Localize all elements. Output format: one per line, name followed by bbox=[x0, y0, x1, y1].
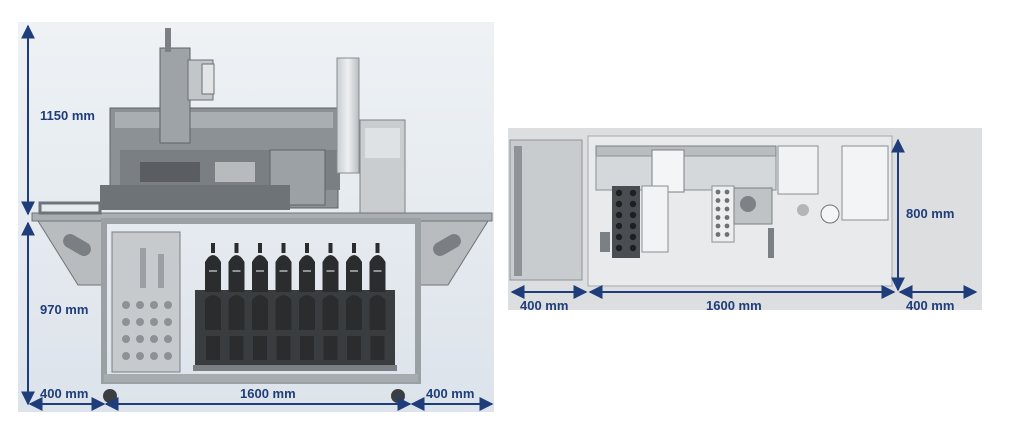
tray-hole bbox=[615, 244, 623, 252]
bottle bbox=[346, 243, 362, 360]
bottles-group bbox=[205, 243, 386, 360]
tray-hole bbox=[615, 211, 623, 219]
dim-side-right-width: 400 mm bbox=[426, 386, 474, 401]
bottle bbox=[369, 243, 386, 360]
rack-hole bbox=[715, 215, 721, 220]
tray-hole bbox=[629, 189, 637, 197]
dim-top-depth: 800 mm bbox=[906, 206, 954, 221]
tray-hole bbox=[629, 222, 637, 230]
tray-hole bbox=[629, 200, 637, 208]
bottle bbox=[228, 243, 245, 360]
bottle bbox=[322, 243, 339, 360]
wheel-right bbox=[391, 389, 405, 403]
dim-side-left-width: 400 mm bbox=[40, 386, 88, 401]
dim-upper-height: 1150 mm bbox=[40, 108, 95, 123]
tray-hole bbox=[629, 244, 637, 252]
rack-hole bbox=[724, 223, 730, 229]
rack-hole bbox=[724, 215, 730, 220]
tray-hole bbox=[615, 233, 623, 241]
rack-hole bbox=[715, 206, 721, 212]
dim-side-middle-width: 1600 mm bbox=[240, 386, 296, 401]
dim-top-middle-width: 1600 mm bbox=[706, 298, 762, 313]
dim-top-right-width: 400 mm bbox=[906, 298, 954, 313]
rack-hole bbox=[715, 223, 721, 229]
bottle bbox=[275, 243, 292, 360]
tubing-panel bbox=[111, 231, 181, 373]
tray-hole bbox=[615, 189, 623, 197]
bottle bbox=[252, 243, 268, 360]
bottle bbox=[299, 243, 315, 360]
bottle bbox=[205, 243, 221, 360]
tray-hole bbox=[629, 211, 637, 219]
rack-hole bbox=[715, 198, 721, 203]
top-plan-view: 800 mm 400 mm 1600 mm 400 mm bbox=[508, 128, 982, 313]
dim-lower-height: 970 mm bbox=[40, 302, 88, 317]
table-frame bbox=[31, 201, 493, 384]
rack-hole bbox=[715, 232, 721, 237]
rack-hole bbox=[715, 189, 721, 195]
tray-hole bbox=[615, 222, 623, 230]
tray-hole bbox=[629, 233, 637, 241]
side-elevation-view: 1150 mm 970 mm 400 mm 1600 mm 400 mm bbox=[18, 22, 494, 412]
rack-hole bbox=[724, 198, 730, 203]
bottle-rack bbox=[193, 243, 397, 371]
rack-hole bbox=[724, 206, 730, 212]
wheel-left bbox=[103, 389, 117, 403]
tray-hole bbox=[615, 200, 623, 208]
rack-holes-group bbox=[715, 189, 730, 237]
tray-holes-group bbox=[615, 189, 637, 252]
rack-hole bbox=[724, 232, 730, 237]
dim-top-left-width: 400 mm bbox=[520, 298, 568, 313]
rack-hole bbox=[724, 189, 730, 195]
side-dimensions bbox=[21, 24, 494, 411]
top-dimensions bbox=[510, 138, 978, 299]
upper-machine bbox=[100, 28, 406, 216]
